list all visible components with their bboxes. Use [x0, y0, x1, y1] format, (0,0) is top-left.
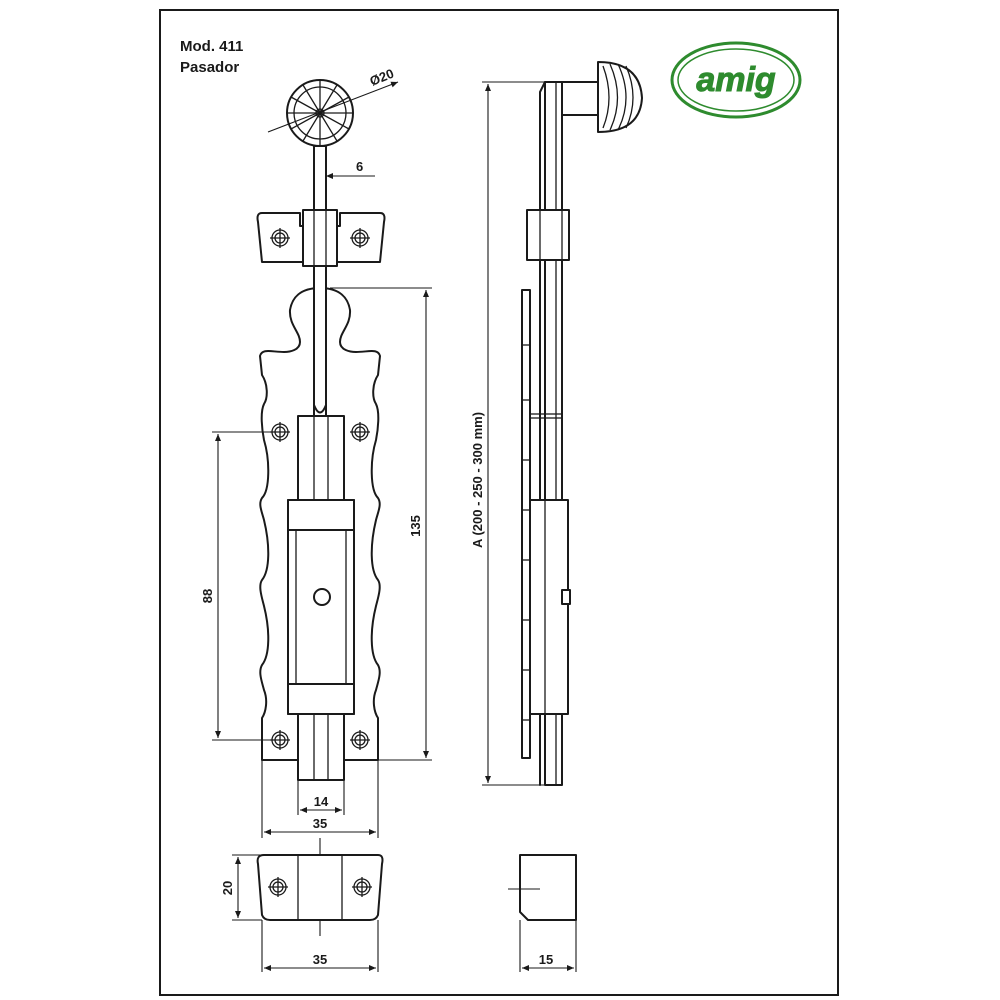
- screw-hole-icon: [350, 422, 370, 442]
- plate-side: [521, 289, 531, 759]
- slide-block: [287, 499, 355, 715]
- amig-logo: amig: [670, 41, 802, 119]
- screw-hole-icon: [270, 228, 290, 248]
- side-view: A (200 - 250 - 300 mm): [470, 61, 643, 786]
- knob-rosette: [286, 79, 354, 147]
- product-label: Pasador: [180, 59, 239, 76]
- screw-hole-icon: [352, 877, 372, 897]
- keeper-front-view: 20 35: [220, 838, 384, 972]
- screw-hole-icon: [350, 730, 370, 750]
- plate-width-label: 35: [313, 816, 327, 831]
- screw-hole-icon: [350, 228, 370, 248]
- knob-diameter-label: Ø20: [368, 66, 396, 89]
- bolt-width-label: 6: [356, 159, 363, 174]
- front-view: Ø20 6: [200, 66, 432, 838]
- keeper-height-label: 20: [220, 881, 235, 895]
- screw-hole-icon: [270, 730, 290, 750]
- sheet-border: [159, 9, 839, 996]
- overall-length-label: A (200 - 250 - 300 mm): [470, 412, 485, 548]
- keeper-width-label: 35: [313, 952, 327, 967]
- handle-pin: [313, 588, 331, 606]
- hole-spacing-label: 88: [200, 589, 215, 603]
- keeper-side-view: 15: [508, 854, 577, 972]
- logo-text: amig: [696, 61, 776, 99]
- screw-hole-icon: [268, 877, 288, 897]
- keeper-depth-label: 15: [539, 952, 553, 967]
- knob-side: [561, 61, 643, 133]
- model-label: Mod. 411: [180, 38, 243, 55]
- slot-width-label: 14: [314, 794, 329, 809]
- plate-length-label: 135: [408, 515, 423, 537]
